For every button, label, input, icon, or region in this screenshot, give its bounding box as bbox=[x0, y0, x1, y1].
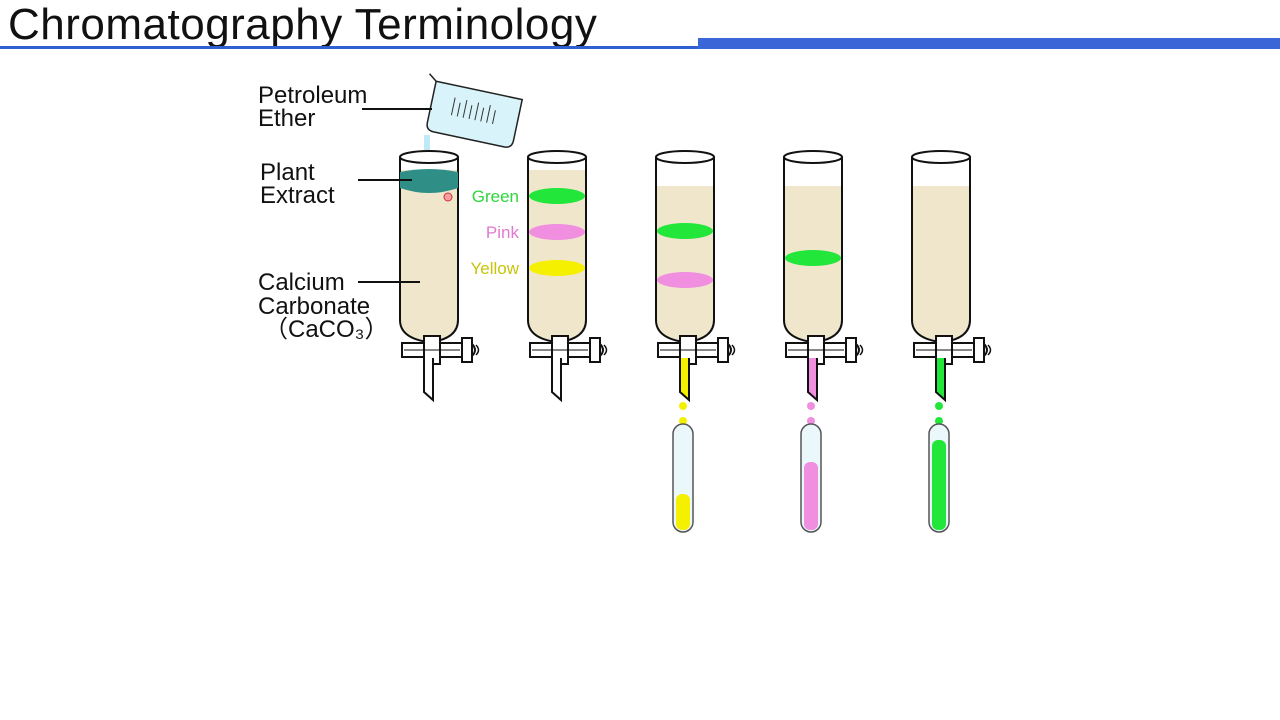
column-2 bbox=[527, 150, 608, 403]
page-title: Chromatography Terminology bbox=[8, 0, 598, 49]
beaker-icon bbox=[424, 73, 524, 153]
yellow-band bbox=[529, 260, 585, 276]
calcium-carbonate-label: Calcium Carbonate （CaCO₃） bbox=[258, 269, 388, 343]
column-4 bbox=[783, 150, 864, 533]
green-band-label: Green bbox=[472, 187, 519, 206]
column-3 bbox=[655, 150, 736, 533]
pink-band bbox=[529, 224, 585, 240]
column-1 bbox=[399, 150, 480, 403]
yellow-band-label: Yellow bbox=[470, 259, 519, 278]
title-underline bbox=[0, 46, 700, 49]
column-5 bbox=[911, 150, 992, 533]
petroleum-ether-label: Petroleum Ether bbox=[258, 82, 374, 132]
title-accent-bar bbox=[698, 38, 1280, 49]
green-band bbox=[529, 188, 585, 204]
pink-band-label: Pink bbox=[486, 223, 520, 242]
plant-extract-label: Plant Extract bbox=[260, 159, 335, 209]
